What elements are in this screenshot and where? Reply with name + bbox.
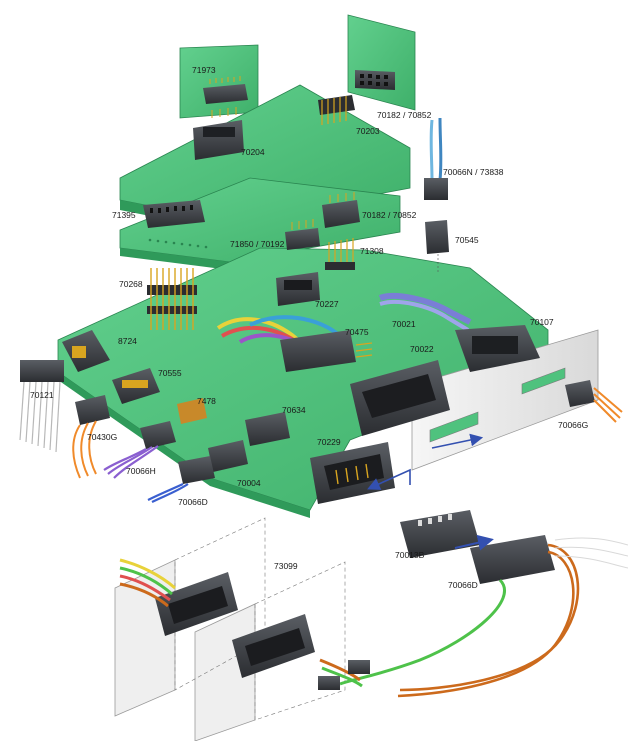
label-70066D-large: 70066D bbox=[448, 580, 478, 590]
label-70182-mid: 70182 / 70852 bbox=[362, 210, 417, 220]
label-70430G: 70430G bbox=[87, 432, 117, 442]
label-70107: 70107 bbox=[530, 317, 554, 327]
label-7478: 7478 bbox=[197, 396, 216, 406]
label-70013B: 70013B bbox=[395, 550, 425, 560]
label-71308: 71308 bbox=[360, 246, 384, 256]
connector-70121 bbox=[19, 360, 64, 453]
label-70066N: 70066N / 73838 bbox=[443, 167, 504, 177]
label-70203: 70203 bbox=[356, 126, 380, 136]
connector-70066D-large bbox=[339, 534, 628, 698]
connector-70066H bbox=[103, 421, 176, 479]
label-70022: 70022 bbox=[410, 344, 434, 354]
label-71973: 71973 bbox=[192, 65, 216, 75]
label-71850: 71850 / 70192 bbox=[230, 239, 285, 249]
connector-8724 bbox=[62, 330, 110, 372]
connector-70066G bbox=[565, 380, 623, 423]
connector-70204 bbox=[193, 107, 244, 160]
connector-71395 bbox=[143, 200, 205, 228]
front-panel bbox=[411, 329, 599, 471]
label-70229: 70229 bbox=[317, 437, 341, 447]
connector-71973 bbox=[203, 76, 248, 104]
connector-70182-top bbox=[355, 70, 395, 90]
bulkhead-panels bbox=[114, 517, 346, 741]
label-70021: 70021 bbox=[392, 319, 416, 329]
connector-70634 bbox=[245, 412, 290, 446]
connector-71850 bbox=[285, 219, 320, 250]
label-70121: 70121 bbox=[30, 390, 54, 400]
connector-73099 bbox=[119, 558, 370, 690]
label-70066D-small: 70066D bbox=[178, 497, 208, 507]
connector-70107 bbox=[455, 325, 540, 372]
connector-70022 bbox=[350, 360, 450, 436]
label-70475: 70475 bbox=[345, 327, 369, 337]
connector-70182-mid bbox=[322, 192, 360, 228]
label-70634: 70634 bbox=[282, 405, 306, 415]
label-71395: 71395 bbox=[112, 210, 136, 220]
connector-71308 bbox=[325, 238, 355, 270]
connector-70021 bbox=[378, 292, 472, 332]
label-70227: 70227 bbox=[315, 299, 339, 309]
connector-7478 bbox=[177, 398, 207, 424]
connector-70203 bbox=[318, 95, 355, 125]
connector-70268 bbox=[147, 268, 197, 330]
connector-70430G bbox=[72, 395, 110, 479]
label-70555: 70555 bbox=[158, 368, 182, 378]
vertical-card-right bbox=[347, 14, 416, 111]
part-labels: 71973 70182 / 70852 70203 70204 70066N /… bbox=[30, 65, 588, 590]
connector-70066N bbox=[424, 117, 448, 200]
label-70204: 70204 bbox=[241, 147, 265, 157]
label-70182-top: 70182 / 70852 bbox=[377, 110, 432, 120]
connector-70555 bbox=[112, 368, 160, 404]
label-8724: 8724 bbox=[118, 336, 137, 346]
connector-70004 bbox=[208, 440, 248, 472]
connector-70066D-small bbox=[147, 456, 215, 503]
vertical-card-left bbox=[179, 44, 259, 119]
connector-70545 bbox=[425, 220, 449, 272]
label-70545: 70545 bbox=[455, 235, 479, 245]
assembly-arrows bbox=[367, 433, 484, 490]
label-70066H: 70066H bbox=[126, 466, 156, 476]
label-70066G: 70066G bbox=[558, 420, 588, 430]
label-70004: 70004 bbox=[237, 478, 261, 488]
connector-70227 bbox=[276, 272, 320, 306]
connector-70475 bbox=[216, 315, 373, 372]
label-70268: 70268 bbox=[119, 279, 143, 289]
label-73099: 73099 bbox=[274, 561, 298, 571]
